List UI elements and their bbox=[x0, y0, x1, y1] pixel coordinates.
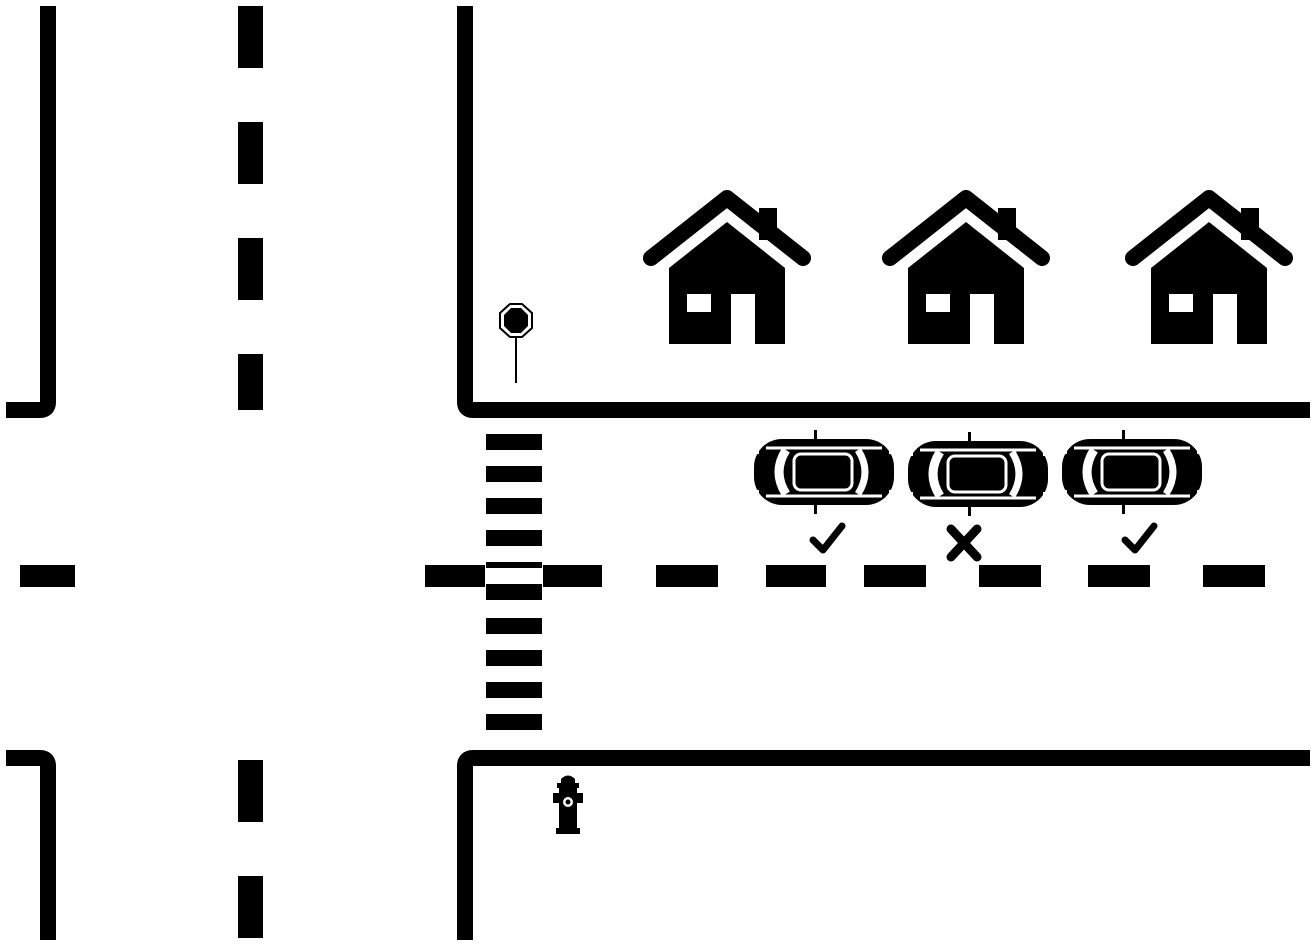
curb-bottom-left-block bbox=[6, 758, 48, 940]
fire-hydrant-icon bbox=[550, 771, 586, 837]
stop-sign-icon bbox=[500, 304, 532, 383]
curb-top-left-block bbox=[6, 6, 48, 410]
parked-car-1 bbox=[754, 430, 894, 514]
curb-top-right-block bbox=[465, 6, 1310, 410]
crosswalk bbox=[485, 434, 543, 730]
house-2 bbox=[890, 198, 1042, 344]
x-mark-icon bbox=[951, 529, 977, 557]
curb-bottom-right-block bbox=[465, 758, 1310, 940]
parked-car-3 bbox=[1062, 430, 1202, 514]
parked-car-2 bbox=[908, 432, 1048, 516]
horizontal-lane-divider bbox=[20, 565, 1265, 587]
vertical-lane-divider bbox=[238, 6, 263, 938]
house-1 bbox=[651, 198, 803, 344]
checkmark-icon bbox=[1125, 526, 1154, 550]
checkmark-icon bbox=[813, 526, 842, 550]
house-3 bbox=[1133, 198, 1285, 344]
